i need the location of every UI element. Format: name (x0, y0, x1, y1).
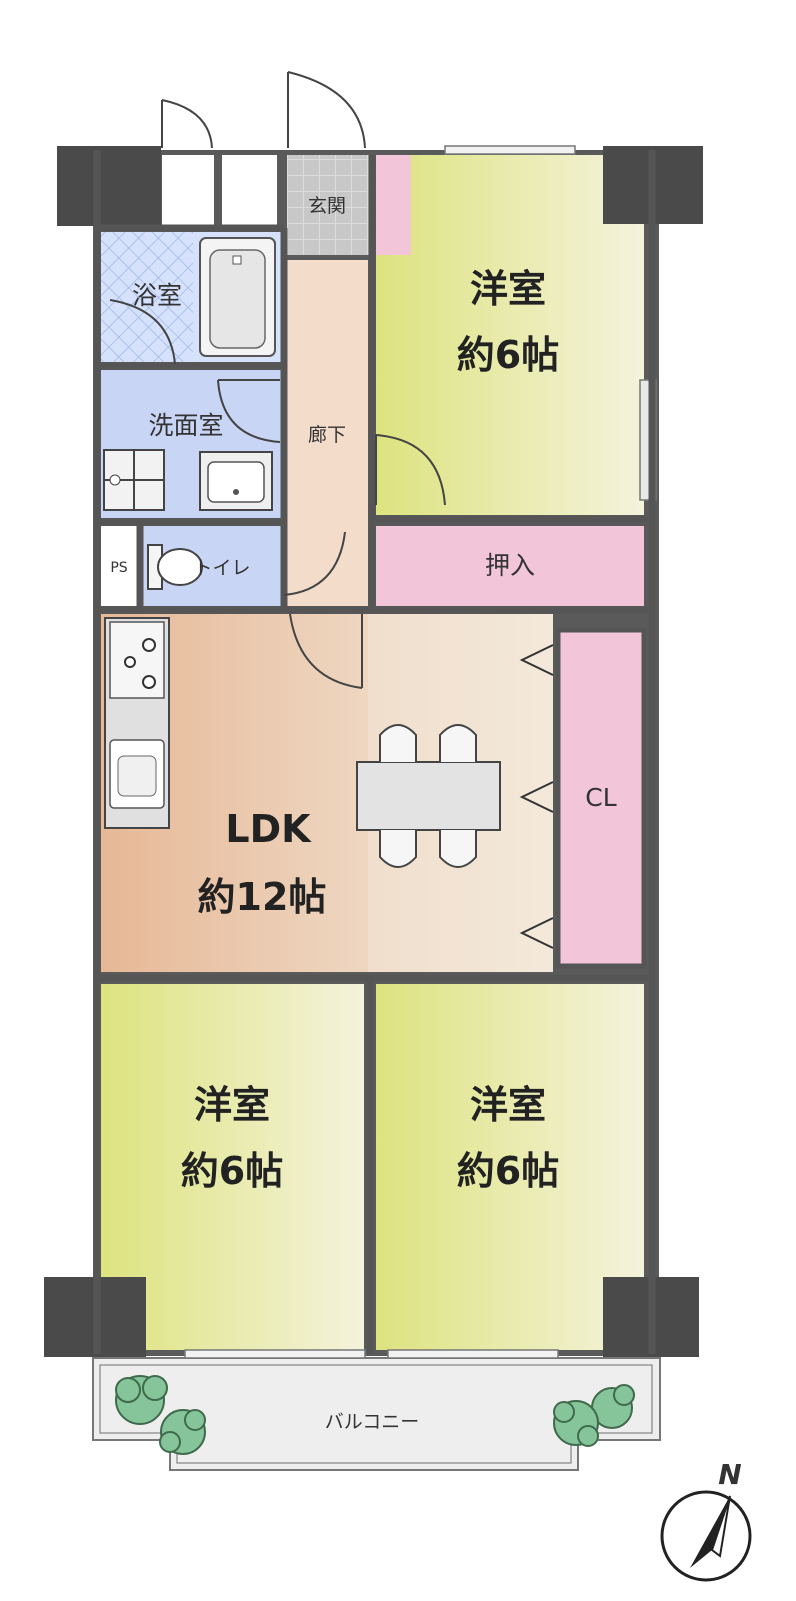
label-western-sw-name: 洋室 (194, 1083, 270, 1127)
inner-walls (93, 150, 656, 1354)
dining-set (356, 724, 501, 868)
label-ldk-name: LDK (225, 807, 312, 851)
room-oshiire (376, 526, 644, 606)
label-western-se-name: 洋室 (470, 1083, 546, 1127)
storage-box-right (222, 155, 277, 225)
label-western-north-name: 洋室 (470, 267, 546, 311)
room-western-north (376, 155, 644, 515)
cl-folding-doors (519, 644, 554, 949)
label-bath: 浴室 (132, 281, 182, 310)
label-western-se-size: 約6帖 (457, 1149, 559, 1193)
label-ps: PS (110, 560, 127, 576)
room-hallway (287, 260, 368, 606)
storage-box-left (162, 155, 214, 225)
washing-machine-pan (103, 449, 165, 511)
label-western-north-size: 約6帖 (457, 333, 559, 377)
bathtub (199, 237, 276, 357)
room-genkan (287, 155, 372, 255)
balcony (92, 1357, 661, 1471)
label-hallway: 廊下 (308, 424, 346, 446)
label-genkan: 玄関 (308, 195, 346, 217)
shoe-closet (376, 155, 411, 255)
balcony-label: バルコニー (325, 1411, 420, 1433)
pipe-space (101, 526, 137, 606)
plant-right (553, 1384, 635, 1447)
room-western-se (376, 984, 644, 1350)
label-western-sw-size: 約6帖 (181, 1149, 283, 1193)
toilet-bowl (147, 544, 203, 590)
compass-label: N (718, 1458, 741, 1491)
label-washroom: 洗面室 (148, 411, 223, 440)
room-cl (555, 627, 647, 969)
label-ldk-size: 約12帖 (198, 875, 327, 919)
compass-icon: N (660, 1458, 752, 1582)
kitchen-counter (104, 617, 170, 829)
label-toilet: トイレ (193, 557, 250, 579)
door-swings (109, 71, 446, 689)
plant-left (115, 1375, 206, 1455)
vanity (199, 451, 273, 511)
label-oshiire: 押入 (485, 551, 535, 580)
room-bath (101, 232, 193, 362)
label-cl: CL (585, 783, 616, 812)
